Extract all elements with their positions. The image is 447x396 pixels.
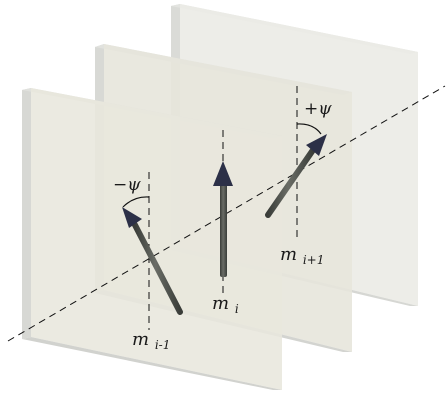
moment-label-center-sub: i xyxy=(235,302,239,316)
moment-label-center-base: m xyxy=(212,293,229,314)
plane-front xyxy=(22,88,282,390)
moment-arrow-next xyxy=(265,134,327,218)
angle-arc-plus xyxy=(296,123,322,135)
moment-label-prev-sub: i-1 xyxy=(155,338,171,352)
angle-label-minus: −ψ xyxy=(113,175,141,195)
moment-label-next-base: m xyxy=(280,244,297,265)
angle-arc-minus xyxy=(122,196,150,208)
moment-label-next: m i+1 xyxy=(280,244,324,267)
moment-label-center: m i xyxy=(212,293,239,316)
moment-label-prev: m i-1 xyxy=(132,329,170,352)
moment-label-prev-base: m xyxy=(132,329,149,350)
angle-label-plus: +ψ xyxy=(304,99,332,119)
moment-label-next-sub: i+1 xyxy=(303,253,325,267)
moment-arrow-center xyxy=(213,161,233,277)
moment-arrow-prev xyxy=(122,207,183,315)
